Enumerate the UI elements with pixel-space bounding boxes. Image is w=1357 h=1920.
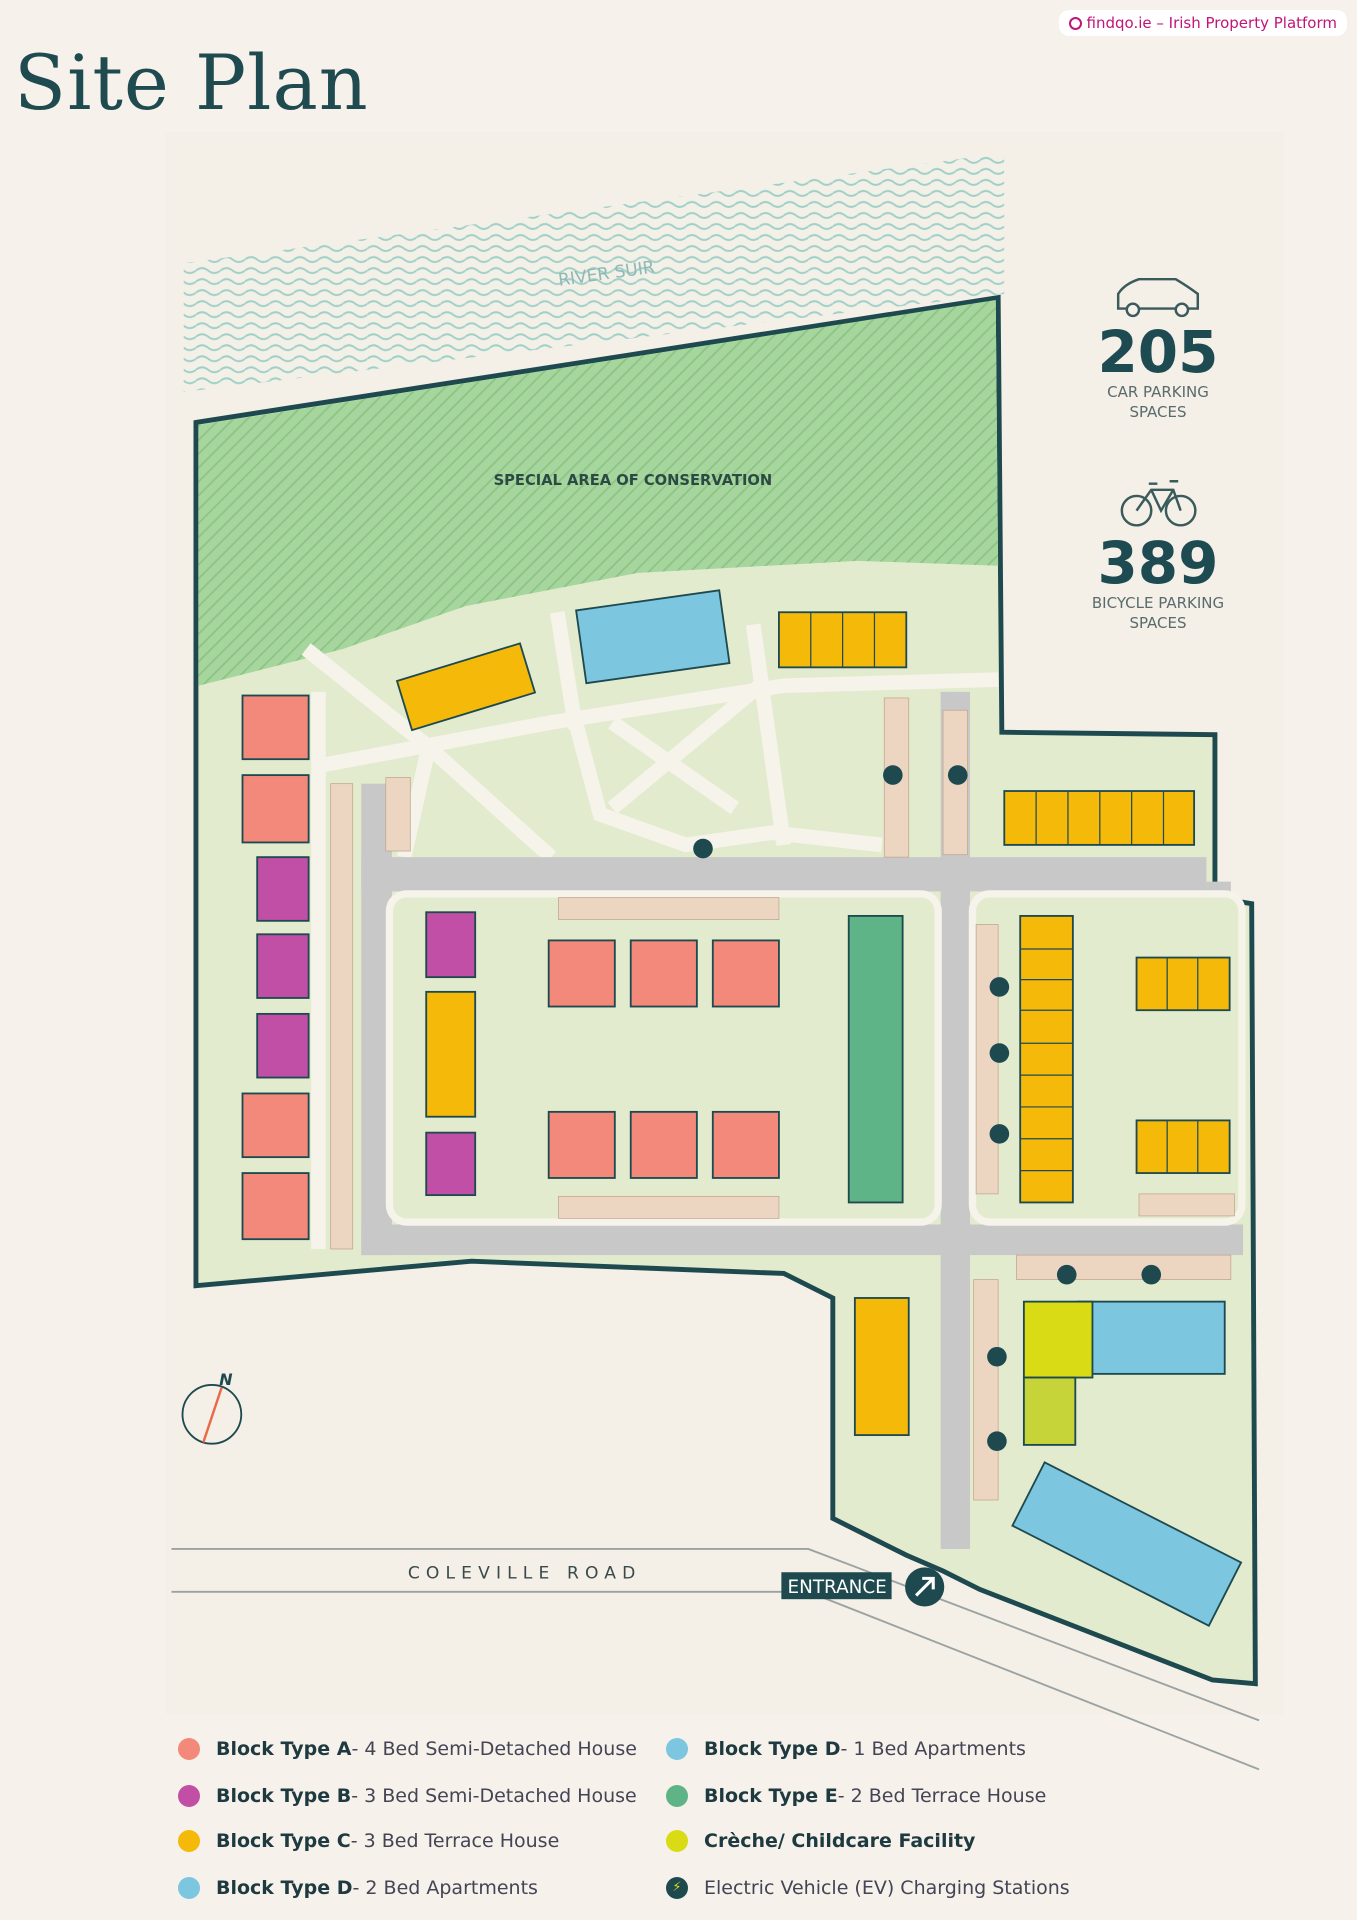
globe-icon — [1068, 16, 1082, 30]
watermark-badge[interactable]: findqo.ie – Irish Property Platform — [1058, 10, 1347, 36]
block-type-e-houses — [847, 915, 904, 1204]
entrance-box — [781, 1572, 892, 1600]
car-parking-stat: 205 CAR PARKING SPACES — [1058, 322, 1258, 422]
legend-text: - 2 Bed Terrace House — [837, 1785, 1047, 1807]
north-label: N — [219, 1370, 232, 1389]
legend-item-block-c: Block Type C - 3 Bed Terrace House — [178, 1830, 559, 1852]
legend-text: - 1 Bed Apartments — [840, 1738, 1026, 1760]
watermark-text: findqo.ie – Irish Property Platform — [1086, 14, 1337, 32]
legend-item-block-d-2bed: Block Type D - 2 Bed Apartments — [178, 1877, 538, 1899]
footpaths — [301, 611, 999, 1249]
bicycle-parking-label-1: BICYCLE PARKING — [1091, 594, 1225, 612]
legend-title: Block Type C — [216, 1830, 351, 1852]
legend-title: Block Type D — [216, 1877, 353, 1899]
legend-text: - 3 Bed Terrace House — [350, 1830, 560, 1852]
conservation-label: SPECIAL AREA OF CONSERVATION — [494, 472, 773, 489]
legend-dot — [666, 1830, 688, 1852]
legend-title: Block Type D — [704, 1738, 841, 1760]
north-compass-icon: N — [181, 1370, 243, 1445]
legend-item-block-b: Block Type B - 3 Bed Semi-Detached House — [178, 1785, 637, 1807]
entrance-arrow-icon — [905, 1567, 945, 1607]
legend-dot — [666, 1738, 688, 1760]
legend-dot — [178, 1738, 200, 1760]
legend-item-block-a: Block Type A - 4 Bed Semi-Detached House — [178, 1738, 637, 1760]
road-label: COLEVILLE ROAD — [408, 1563, 642, 1583]
car-parking-label-1: CAR PARKING — [1107, 383, 1209, 401]
legend-title: Block Type B — [216, 1785, 352, 1807]
legend-text: - 2 Bed Apartments — [352, 1877, 538, 1899]
block-type-b-houses — [256, 856, 477, 1197]
legend-dot — [178, 1830, 200, 1852]
bicycle-icon — [1120, 480, 1197, 527]
legend-text: - 4 Bed Semi-Detached House — [351, 1738, 637, 1760]
block-type-a-houses — [241, 694, 780, 1241]
bicycle-parking-count: 389 — [1097, 529, 1219, 597]
ev-charging-icon: ⚡ — [666, 1877, 688, 1899]
legend-item-block-e: Block Type E - 2 Bed Terrace House — [666, 1785, 1046, 1807]
car-icon — [1116, 277, 1200, 318]
legend-item-block-d-1bed: Block Type D - 1 Bed Apartments — [666, 1738, 1026, 1760]
bicycle-parking-stat: 389 BICYCLE PARKING SPACES — [1058, 533, 1258, 633]
legend-text: Electric Vehicle (EV) Charging Stations — [704, 1877, 1070, 1899]
parking-bays — [330, 697, 1235, 1501]
legend-dot — [666, 1785, 688, 1807]
ev-charging-stations — [693, 765, 1162, 1452]
legend-text: - 3 Bed Semi-Detached House — [351, 1785, 637, 1807]
block-type-d-apartments — [575, 589, 1243, 1627]
legend-item-creche: Crèche/ Childcare Facility — [666, 1830, 975, 1852]
car-parking-label-2: SPACES — [1129, 403, 1187, 421]
legend-title: Block Type A — [216, 1738, 352, 1760]
inner-block-west — [385, 890, 942, 1226]
legend-item-ev: ⚡ Electric Vehicle (EV) Charging Stations — [666, 1877, 1070, 1899]
roads — [361, 691, 1244, 1549]
legend-title: Block Type E — [704, 1785, 838, 1807]
bicycle-parking-label-2: SPACES — [1129, 614, 1187, 632]
legend-dot — [178, 1785, 200, 1807]
legend-dot — [178, 1877, 200, 1899]
car-parking-count: 205 — [1097, 318, 1219, 386]
page-title: Site Plan — [14, 38, 369, 127]
creche-building — [1022, 1300, 1094, 1446]
terrace-dividers — [810, 612, 1199, 1174]
conservation-area — [198, 300, 999, 686]
entrance-label: ENTRANCE — [788, 1577, 887, 1598]
river — [183, 153, 1005, 392]
legend-title: Crèche/ Childcare Facility — [704, 1830, 976, 1852]
